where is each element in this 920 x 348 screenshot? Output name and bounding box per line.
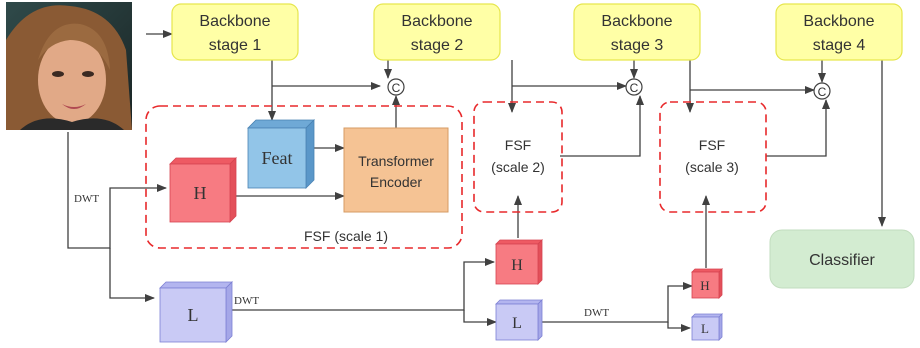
backbone-stage-2-line1: Backbone: [401, 13, 472, 30]
backbone-stage-1-line2: stage 1: [209, 37, 262, 54]
dwt-label-3: DWT: [584, 307, 609, 319]
l-cube-1: L: [159, 281, 233, 343]
fsf-scale-2: FSF (scale 2): [473, 101, 563, 213]
l-cube-3: L: [691, 313, 723, 341]
transformer-encoder: Transformer Encoder: [343, 127, 449, 213]
fsf-scale-3-line1: FSF: [699, 137, 725, 153]
backbone-stage-3-line2: stage 3: [611, 37, 664, 54]
arrow-l1-to-l2: [463, 310, 497, 326]
classifier: Classifier: [769, 229, 915, 289]
fsf-scale-3-line2: (scale 3): [685, 159, 739, 175]
backbone-stage-2: Backbone stage 2: [373, 3, 501, 61]
backbone-stage-4-line2: stage 4: [813, 37, 866, 54]
fsf-scale-2-line2: (scale 2): [491, 159, 545, 175]
arrow-l2-to-h3: [538, 282, 693, 323]
dwt-label-1: DWT: [74, 193, 99, 205]
dwt-label-2: DWT: [234, 295, 259, 307]
feat-label: Feat: [262, 148, 293, 168]
h-label-scale-1: H: [194, 183, 207, 203]
concat-symbol-1: C: [392, 81, 401, 95]
fsf-scale-2-line1: FSF: [505, 137, 531, 153]
concat-node-1: C: [387, 78, 405, 96]
h-cube-2: H: [495, 239, 543, 285]
concat-node-2: C: [625, 78, 643, 96]
transformer-line2: Encoder: [370, 174, 422, 190]
arrow-l2-to-l3: [667, 322, 691, 332]
arrow-l1-to-h2: [230, 258, 495, 311]
backbone-stage-3-line1: Backbone: [601, 13, 672, 30]
fsf-scale-3: FSF (scale 3): [659, 101, 767, 213]
l-cube-2: L: [495, 299, 543, 341]
transformer-line1: Transformer: [358, 153, 434, 169]
feat-cube: Feat: [247, 119, 315, 189]
backbone-stage-4-line1: Backbone: [803, 13, 874, 30]
backbone-stage-1: Backbone stage 1: [171, 3, 299, 61]
fsf-scale-1-label: FSF (scale 1): [304, 228, 388, 244]
l-label-2: L: [512, 315, 522, 332]
fsf-scale-1: FSF (scale 1) Feat Transformer Encoder H: [145, 105, 463, 249]
backbone-stage-4: Backbone stage 4: [775, 3, 903, 61]
h-cube-3: H: [691, 268, 723, 299]
arrow-fsf2-to-concat2: [560, 95, 644, 157]
arrow-fsf3-to-concat3: [766, 99, 830, 157]
h-label-3: H: [700, 278, 709, 293]
connections: [67, 30, 886, 332]
classifier-label: Classifier: [809, 252, 875, 269]
arrow-image-dwt: [67, 132, 167, 249]
l-label-1: L: [188, 305, 199, 325]
h-cube-scale-1: H: [169, 157, 237, 223]
concat-node-3: C: [813, 82, 831, 100]
concat-symbol-2: C: [630, 81, 639, 95]
backbone-stage-3: Backbone stage 3: [573, 3, 701, 61]
input-face-image: [6, 2, 132, 130]
l-label-3: L: [701, 321, 709, 336]
backbone-stage-1-line1: Backbone: [199, 13, 270, 30]
concat-symbol-3: C: [818, 85, 827, 99]
arrow-image-to-l1: [109, 248, 155, 302]
h-label-2: H: [511, 257, 523, 274]
backbone-stage-2-line2: stage 2: [411, 37, 464, 54]
